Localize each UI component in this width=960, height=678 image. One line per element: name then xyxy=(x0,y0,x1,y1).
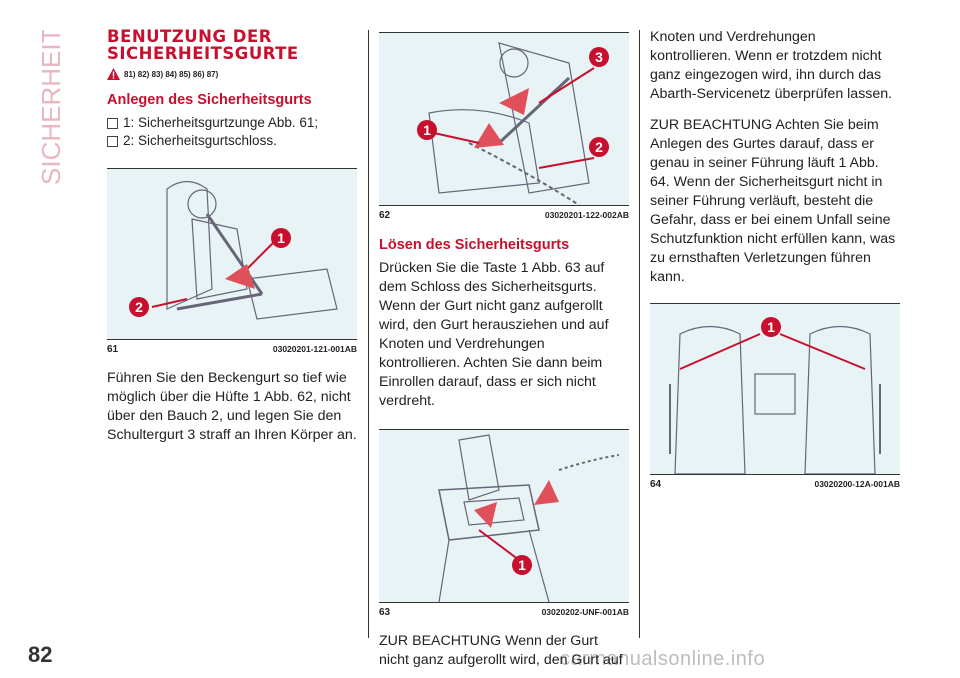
warning-references: 81) 82) 83) 84) 85) 86) 87) xyxy=(107,68,357,80)
figure-code: 03020201-122-002AB xyxy=(544,210,629,220)
paragraph-check: Knoten und Verdrehungen kontrollieren. W… xyxy=(650,29,893,102)
figure-63: 1 xyxy=(379,429,629,603)
buckle-illustration xyxy=(438,434,620,602)
figure-caption: 62 03020201-122-002AB xyxy=(379,210,629,221)
figure-caption: 64 03020200-12A-001AB xyxy=(650,479,900,490)
warning-refs-text: 81) 82) 83) 84) 85) 86) 87) xyxy=(124,69,219,79)
subheading-release: Lösen des Sicherheitsgurts xyxy=(379,237,570,253)
figure-number: 64 xyxy=(650,479,662,490)
figure-number: 62 xyxy=(379,210,391,221)
paragraph-guide-warning: ZUR BEACHTUNG Achten Sie beim Anlegen de… xyxy=(650,117,896,285)
list-item-text: 2: Sicherheitsgurtschloss. xyxy=(123,133,277,148)
rear-seats-illustration xyxy=(669,325,881,474)
watermark: carmanualsonline.info xyxy=(560,648,766,670)
figure-62: 1 2 3 xyxy=(379,32,629,206)
callout-2: 2 xyxy=(129,297,149,317)
column-3: Knoten und Verdrehungen kontrollieren. W… xyxy=(650,28,900,490)
section-title: BENUTZUNG DER SICHERHEITSGURTE xyxy=(107,27,299,63)
list-item: 1: Sicherheitsgurtzunge Abb. 61; xyxy=(107,114,357,132)
paragraph-release: Drücken Sie die Taste 1 Abb. 63 auf dem … xyxy=(379,260,609,409)
column-divider xyxy=(639,30,640,638)
callout-3: 3 xyxy=(589,47,609,67)
paragraph-lap-belt: Führen Sie den Beckengurt so tief wie mö… xyxy=(107,370,357,443)
figure-number: 63 xyxy=(379,607,391,618)
column-1: BENUTZUNG DER SICHERHEITSGURTE 81) 82) 8… xyxy=(107,28,357,445)
list-item-text: 1: Sicherheitsgurtzunge Abb. 61; xyxy=(123,115,319,130)
section-side-label: SICHERHEIT xyxy=(12,27,72,190)
figure-64: 1 xyxy=(650,303,900,475)
lap-belt-illustration xyxy=(428,42,595,205)
figure-code: 03020201-121-001AB xyxy=(272,344,357,354)
figure-caption: 61 03020201-121-001AB xyxy=(107,344,357,355)
figure-caption: 63 03020202-UNF-001AB xyxy=(379,607,629,618)
callout-1: 1 xyxy=(512,555,532,575)
list-item: 2: Sicherheitsgurtschloss. xyxy=(107,132,357,150)
callout-1: 1 xyxy=(761,317,781,337)
figure-code: 03020200-12A-001AB xyxy=(814,479,900,489)
column-divider xyxy=(368,30,369,638)
figure-number: 61 xyxy=(107,344,119,355)
paragraph-note: ZUR BEACHTUNG Wenn der Gurt nicht ganz a… xyxy=(379,633,623,668)
figure-code: 03020202-UNF-001AB xyxy=(541,607,629,617)
side-label-text: SICHERHEIT xyxy=(36,30,66,185)
callout-1: 1 xyxy=(417,120,437,140)
checkbox-bullet-icon xyxy=(107,135,118,147)
checkbox-bullet-icon xyxy=(107,117,118,129)
callout-2: 2 xyxy=(589,137,609,157)
figure-61: 1 2 xyxy=(107,168,357,340)
warning-icon xyxy=(107,68,120,80)
callout-1: 1 xyxy=(271,228,291,248)
seatbelt-illustration xyxy=(151,180,338,320)
page-number: 82 xyxy=(28,642,53,667)
subheading-fasten: Anlegen des Sicherheitsgurts xyxy=(107,92,312,108)
column-2: 1 2 3 62 03020201-122-002AB Lösen des Si… xyxy=(379,28,629,670)
